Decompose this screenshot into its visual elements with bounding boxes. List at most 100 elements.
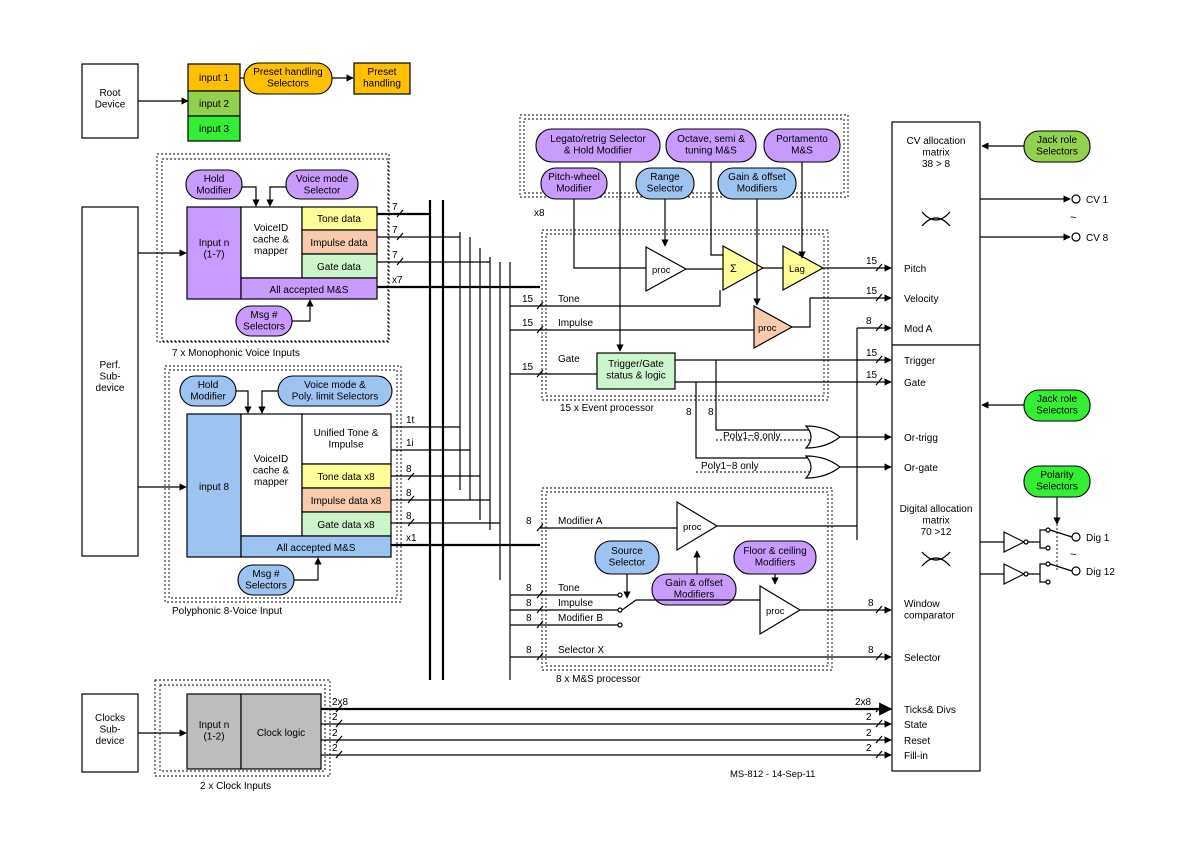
- event-sum-amp: [722, 244, 765, 292]
- ms-processor-frame: [545, 491, 829, 667]
- clocks-subdevice-box: [81, 693, 139, 773]
- mono-voice-frame: [161, 158, 389, 342]
- ms-bus-label: 8: [868, 598, 874, 609]
- poly-voice-frame: [168, 369, 398, 599]
- cv-range-tilde: ~: [1070, 212, 1076, 224]
- clock-inputs-frame: [159, 684, 326, 772]
- clock-input-n-label: Input n(1-2): [199, 720, 230, 743]
- cv1-jack-icon: [1071, 194, 1081, 204]
- dig-range-tilde: ~: [1070, 549, 1076, 561]
- poly-all-accepted: [240, 535, 392, 558]
- dig-output-gate: Gate: [904, 378, 926, 389]
- poly-bus-label: 8: [406, 464, 412, 475]
- event-proc-amp: [645, 245, 688, 293]
- clock-bus-label-right: 2: [866, 728, 872, 739]
- event-gate-label: Gate: [558, 354, 580, 365]
- dig-output-state: State: [904, 720, 928, 731]
- clock-bus-label-right: 2x8: [855, 697, 872, 708]
- ms-modifier-b-label: Modifier B: [558, 613, 603, 624]
- ms-bus-label: 8: [868, 645, 874, 656]
- or-bus-label: 8: [686, 407, 692, 418]
- event-tone-label: Tone: [558, 294, 580, 305]
- dig1-label: Dig 1: [1086, 533, 1110, 544]
- clock-bus-label: 2: [332, 728, 338, 739]
- mono-voiceid-cache: [240, 206, 303, 279]
- event-x8-label: x8: [534, 208, 545, 219]
- ms-proc-a-label: proc: [683, 522, 702, 533]
- dig1-jack-icon: [1071, 532, 1081, 542]
- poly-caption: Polyphonic 8-Voice Input: [172, 606, 282, 617]
- poly-input-8-label: input 8: [199, 482, 229, 493]
- or-bus-label: 8: [708, 407, 714, 418]
- poly-bus-label: 8: [406, 511, 412, 522]
- poly-impulse-data-label: Impulse data x8: [311, 496, 382, 507]
- dig-output-selector: Selector: [904, 653, 941, 664]
- clock-logic: [240, 693, 322, 770]
- cv-crossover-icon: [921, 211, 951, 227]
- ms-proc-window: [759, 584, 802, 636]
- event-bus-label: 15: [522, 294, 534, 305]
- mono-impulse-data: [301, 229, 378, 255]
- root-input-3: [187, 115, 241, 142]
- mono-gate-data: [301, 253, 378, 279]
- mono-bus-label: 7: [392, 202, 398, 213]
- mono-gate-data-label: Gate data: [317, 262, 361, 273]
- or-trigg-poly-label: Poly1~8 only: [723, 431, 781, 442]
- ms-gain-offset: [651, 573, 737, 606]
- event-bus-label: 15: [866, 348, 878, 359]
- poly-bus-label: x1: [406, 533, 417, 544]
- dig12-buffer: [1003, 563, 1026, 585]
- mono-impulse-data-label: Impulse data: [310, 238, 368, 249]
- poly-bus-label: 1i: [406, 438, 414, 449]
- poly-gate-data: [301, 511, 392, 537]
- preset-handling-box: [353, 62, 411, 95]
- clocks-caption: 2 x Clock Inputs: [200, 781, 271, 792]
- event-proc-label: proc: [652, 265, 671, 276]
- event-bus-label: 15: [866, 370, 878, 381]
- poly-unified-label: Unified Tone &Impulse: [314, 428, 379, 451]
- root-input-3-label: input 3: [199, 124, 229, 135]
- poly-tone-data-label: Tone data x8: [317, 472, 375, 483]
- root-device-box: [81, 63, 139, 139]
- mono-all-accepted-label: All accepted M&S: [270, 285, 349, 296]
- cv-output-pitch: Pitch: [904, 264, 926, 275]
- clock-bus-label: 2x8: [332, 697, 349, 708]
- dig-output-fill-in: Fill-in: [904, 751, 928, 762]
- dig-output-ticks: Ticks& Divs: [904, 705, 956, 716]
- legato-retrig-selector: [535, 128, 661, 163]
- trigger-gate-logic: [596, 352, 676, 390]
- cv-output-mod-a: Mod A: [904, 324, 933, 335]
- poly-bus-label: 1t: [406, 415, 415, 426]
- event-processor-frame: [545, 233, 825, 397]
- clock-bus-label-right: 2: [866, 712, 872, 723]
- mono-voice-mode-selector: [285, 169, 359, 200]
- or-trigg-gate: [804, 425, 841, 449]
- event-bus-label: 15: [522, 362, 534, 373]
- ms-bus-label: 8: [526, 598, 532, 609]
- mono-tone-data-label: Tone data: [317, 214, 361, 225]
- perf-subdevice-label: Perf.Sub-device: [96, 360, 125, 394]
- event-bus-label: 15: [866, 286, 878, 297]
- ms-proc-window-label: proc: [766, 606, 785, 617]
- dig-output-reset: Reset: [904, 736, 930, 747]
- cv-allocation-matrix: [891, 121, 981, 346]
- clock-logic-label: Clock logic: [257, 728, 305, 739]
- mono-input-n-label: Input n(1-7): [199, 238, 230, 261]
- dig12-jack-icon: [1071, 566, 1081, 576]
- ms-processor-caption: 8 x M&S processor: [556, 674, 641, 685]
- clock-bus-label-right: 2: [866, 743, 872, 754]
- event-impulse-label: Impulse: [558, 318, 593, 329]
- event-velocity-proc-label: proc: [758, 323, 777, 334]
